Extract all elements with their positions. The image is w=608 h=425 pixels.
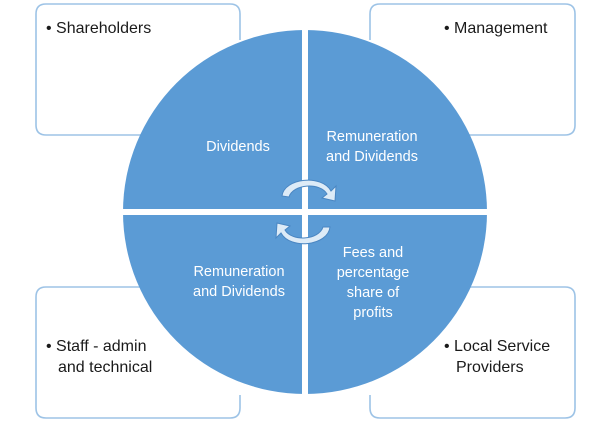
top-right-box <box>369 3 576 136</box>
bottom-right-box <box>369 286 576 419</box>
quadrant-top-left-line-1: Dividends <box>206 139 270 155</box>
local-service-providers-text-line-1: • Local Service <box>444 338 551 355</box>
quadrant-bottom-right-text: Fees and percentage share of profits <box>318 243 428 323</box>
quadrant-bottom-left-line-2: and Dividends <box>193 284 285 300</box>
quadrant-top-right-line-2: and Dividends <box>326 149 418 165</box>
shareholders-text: • Shareholders <box>46 20 152 37</box>
quadrant-top-left-text: Dividends <box>178 137 298 157</box>
local-service-providers-text-line-2: Providers <box>456 359 524 376</box>
bottom-left-box <box>35 286 241 419</box>
management-text: • Management <box>444 20 548 37</box>
quadrant-top-right-line-1: Remuneration <box>326 129 418 145</box>
shareholders-label: • Shareholders <box>46 18 151 39</box>
central-circle <box>118 25 492 399</box>
quadrant-top-right-text: Remuneration and Dividends <box>310 127 434 167</box>
top-left-box <box>35 3 241 136</box>
upper-cycle-arrow <box>281 179 337 202</box>
staff-label: • Staff - admin and technical <box>46 336 152 378</box>
staff-text-line-1: • Staff - admin <box>46 338 147 355</box>
staff-text-line-2: and technical <box>58 359 153 376</box>
quadrant-bottom-right-line-2: percentage <box>336 265 410 281</box>
local-service-providers-label: • Local Service Providers <box>444 336 550 378</box>
lower-cycle-arrow <box>275 222 331 245</box>
quadrant-bottom-left-text: Remuneration and Dividends <box>177 262 301 302</box>
quadrant-bottom-left-line-1: Remuneration <box>193 264 285 280</box>
management-label: • Management <box>444 18 547 39</box>
circular-arrows-icon <box>275 179 337 245</box>
quadrant-bottom-right-line-4: profits <box>353 305 393 321</box>
quadrant-bottom-right-line-1: Fees and <box>342 245 404 261</box>
quadrant-bottom-right-line-3: share of <box>346 285 400 301</box>
